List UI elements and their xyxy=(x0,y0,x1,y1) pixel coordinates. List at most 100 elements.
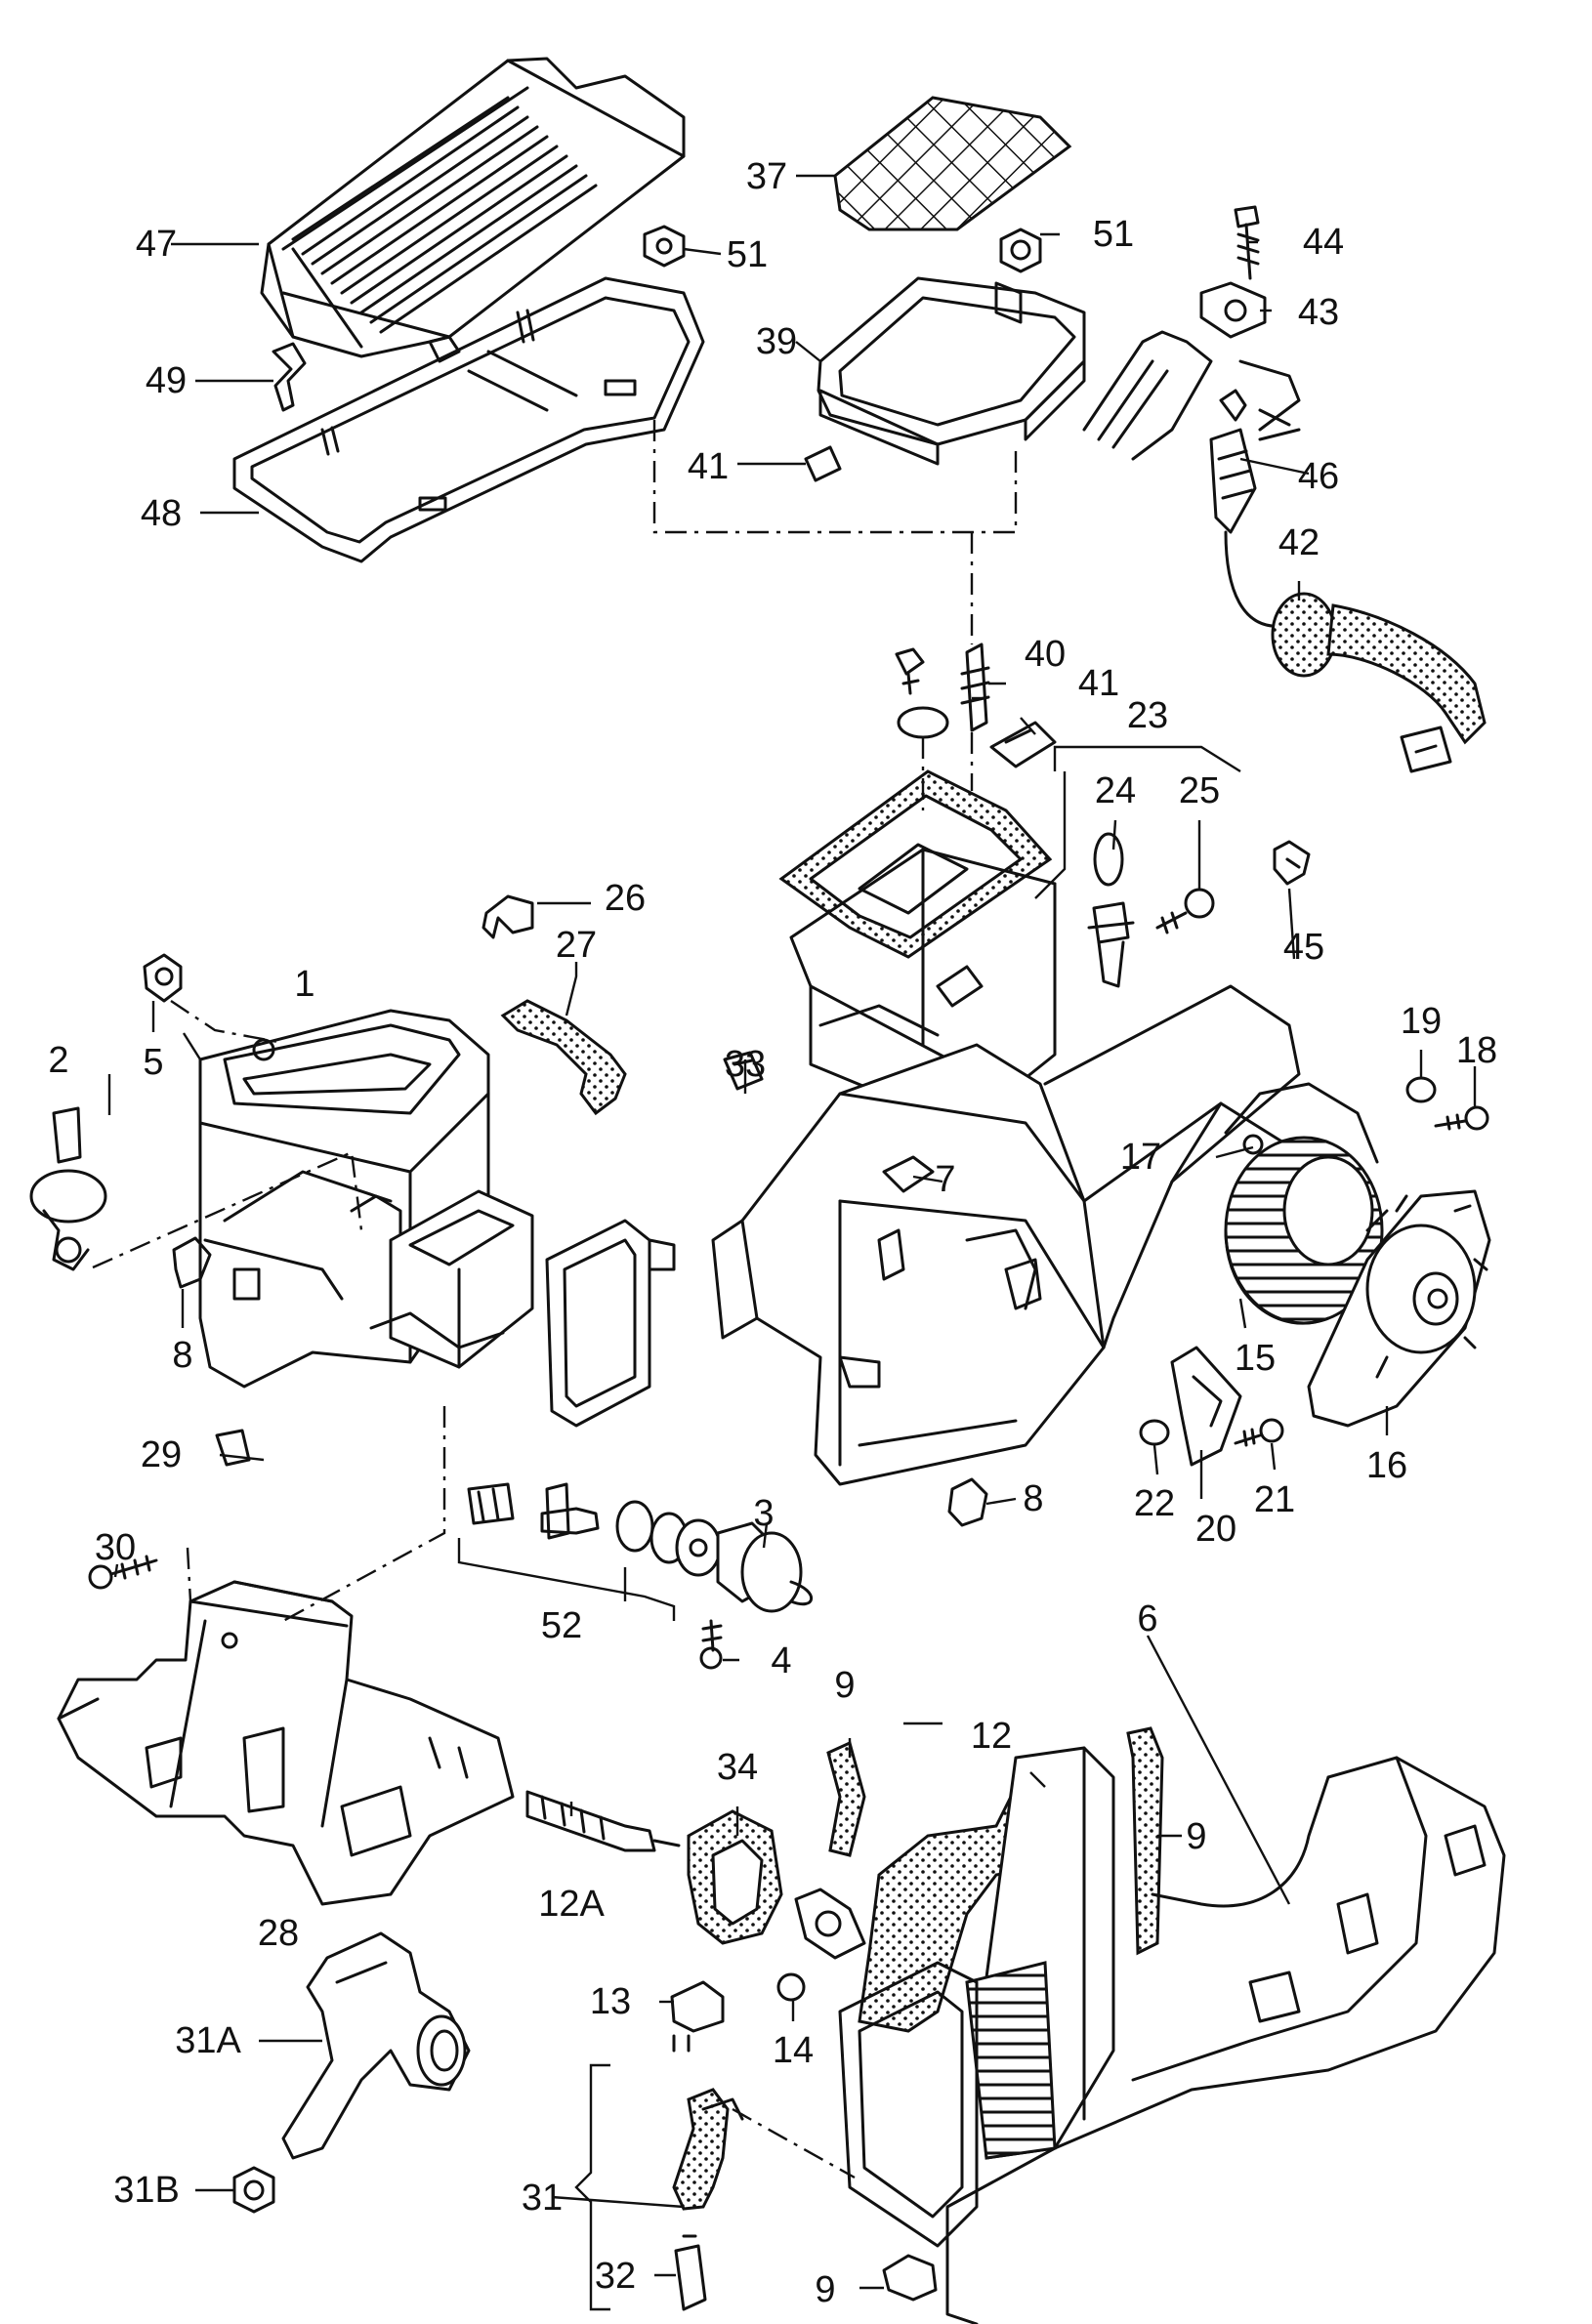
sensor-strip-part xyxy=(525,1790,681,1852)
drain-outlet-part xyxy=(281,1931,471,2160)
callout-29: 29 xyxy=(141,1434,182,1475)
evaporator-part xyxy=(858,1746,1115,2160)
air-distribution-duct-part xyxy=(57,1580,515,1906)
heater-core-part xyxy=(369,1189,534,1369)
group-bracket-52 xyxy=(457,1538,676,1621)
callout-9-top: 9 xyxy=(834,1665,855,1706)
seal-strip-part xyxy=(1126,1726,1164,1956)
group-bracket-31 xyxy=(574,2063,610,2311)
screw-part xyxy=(1234,1418,1284,1447)
callout-27: 27 xyxy=(556,925,597,966)
cable-harness-part xyxy=(1224,530,1487,773)
assembly-line xyxy=(282,1406,446,1623)
screw-part xyxy=(1234,205,1260,280)
vacuum-unit-part xyxy=(29,1106,107,1271)
callout-3: 3 xyxy=(753,1493,774,1534)
screw-part xyxy=(1434,1105,1489,1131)
callout-41-top: 41 xyxy=(688,446,729,487)
clip-part xyxy=(482,894,534,939)
callout-5: 5 xyxy=(143,1042,163,1083)
assembly-line xyxy=(170,1000,284,1045)
callout-14: 14 xyxy=(773,2030,814,2071)
callout-8-right: 8 xyxy=(1023,1478,1043,1519)
filter-cover-part xyxy=(260,57,686,363)
callout-1: 1 xyxy=(294,964,314,1005)
callout-33: 33 xyxy=(725,1044,766,1085)
callout-16: 16 xyxy=(1366,1445,1407,1486)
vacuum-actuator-part xyxy=(716,1521,814,1613)
clip-part xyxy=(882,2254,938,2302)
callout-15: 15 xyxy=(1235,1338,1276,1379)
callout-31b: 31B xyxy=(113,2170,180,2211)
stud-bolt-part xyxy=(960,643,990,732)
group-bracket-23 xyxy=(1053,745,1241,773)
cap-part xyxy=(1139,1419,1170,1446)
callout-24: 24 xyxy=(1095,770,1136,811)
callout-9-right: 9 xyxy=(1186,1816,1206,1857)
callout-37: 37 xyxy=(746,156,787,197)
callout-22: 22 xyxy=(1134,1483,1175,1524)
callout-43: 43 xyxy=(1298,292,1339,333)
callout-39: 39 xyxy=(756,321,797,362)
filter-frame-part xyxy=(232,276,705,563)
duct-cylinder-part xyxy=(1082,330,1301,461)
clip-part xyxy=(215,1429,251,1467)
callout-6: 6 xyxy=(1137,1598,1157,1639)
callout-45: 45 xyxy=(1283,927,1324,968)
callout-13: 13 xyxy=(590,1981,631,2022)
blower-fan-part xyxy=(1224,1082,1384,1325)
callout-2: 2 xyxy=(48,1040,68,1081)
callout-23: 23 xyxy=(1127,695,1168,736)
callout-47: 47 xyxy=(136,224,177,265)
flap-seal-frame-part xyxy=(778,769,1053,959)
seal-frame-part xyxy=(500,999,627,1116)
screw-part xyxy=(88,1555,158,1590)
callout-49: 49 xyxy=(146,360,187,401)
air-inlet-housing-part xyxy=(804,276,1086,482)
bolt-part xyxy=(895,647,949,739)
callout-41-center: 41 xyxy=(1078,663,1119,704)
callout-20: 20 xyxy=(1195,1509,1236,1550)
callout-31: 31 xyxy=(522,2178,563,2219)
callout-52: 52 xyxy=(541,1605,582,1646)
mesh-screen-part xyxy=(833,96,1072,231)
callout-8-left: 8 xyxy=(172,1335,192,1376)
callout-18: 18 xyxy=(1456,1030,1497,1071)
nut-part xyxy=(999,228,1042,273)
clip-part xyxy=(947,1477,988,1527)
callout-17: 17 xyxy=(1120,1137,1161,1178)
clip-part xyxy=(172,1236,212,1289)
expansion-valve-part xyxy=(794,1888,866,1960)
assembly-line xyxy=(186,1547,192,1602)
evaporator-housing-part xyxy=(711,1043,1106,1486)
callout-28: 28 xyxy=(258,1913,299,1954)
cap-part xyxy=(1405,1076,1437,1103)
actuator-link-part xyxy=(1087,832,1135,988)
clip-part xyxy=(989,721,1057,768)
nut-part xyxy=(643,225,686,268)
callout-19: 19 xyxy=(1401,1001,1442,1042)
seal-strip-part xyxy=(826,1740,866,1857)
clip-part xyxy=(1273,840,1311,886)
callout-4: 4 xyxy=(771,1640,791,1681)
resistor-part xyxy=(1170,1346,1242,1467)
hex-nut-part xyxy=(143,953,183,1003)
leader-lines xyxy=(107,174,1477,2290)
drain-hose-part xyxy=(672,2088,744,2311)
callout-46: 46 xyxy=(1298,456,1339,497)
group-bracket-23-drop xyxy=(1034,771,1067,899)
bracket-part xyxy=(1199,281,1267,339)
callout-32: 32 xyxy=(595,2256,636,2297)
blower-motor-part xyxy=(1307,1189,1491,1428)
callout-42: 42 xyxy=(1278,522,1320,563)
callout-44: 44 xyxy=(1303,222,1344,263)
assembly-line xyxy=(652,420,1018,534)
seal-frame-part xyxy=(545,1219,676,1428)
gasket-ring-part xyxy=(687,1809,783,1945)
o-ring-part xyxy=(776,1972,806,2002)
clip-part xyxy=(723,1051,764,1091)
callout-12a: 12A xyxy=(538,1884,605,1925)
lower-housing-part xyxy=(838,1756,1506,2324)
